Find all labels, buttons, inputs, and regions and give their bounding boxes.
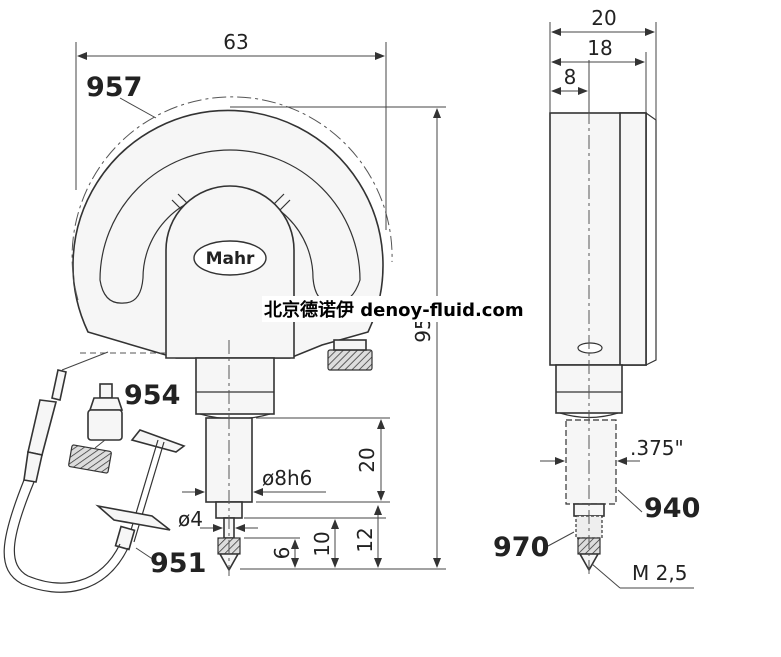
dim-stem-dia: ø8h6 bbox=[262, 466, 312, 490]
side-screw bbox=[577, 342, 603, 354]
part-contact-point-label: 954 bbox=[124, 380, 180, 411]
side-bezel bbox=[619, 112, 647, 366]
brand-plate bbox=[193, 240, 267, 276]
cover-outline bbox=[71, 96, 393, 301]
dim-depth-8: 8 bbox=[564, 65, 577, 89]
dim-tip-10: 10 bbox=[310, 531, 334, 556]
side-back-cap bbox=[645, 112, 657, 366]
dim-stem-inch: .375" bbox=[630, 436, 684, 460]
neck bbox=[195, 357, 275, 415]
accessory-lever-probe bbox=[3, 351, 129, 593]
dim-tip-6: 6 bbox=[270, 547, 294, 560]
clamp-screw bbox=[327, 349, 373, 371]
clamp-screw-base bbox=[333, 339, 367, 351]
watermark: 北京德诺伊 denoy-fluid.com bbox=[264, 299, 524, 321]
part-cover-label: 957 bbox=[86, 72, 142, 103]
part-insert-label: 970 bbox=[493, 532, 549, 563]
dim-tip-dia: ø4 bbox=[178, 507, 203, 531]
dim-stem-length: 20 bbox=[355, 447, 379, 472]
watermark-background bbox=[262, 296, 520, 322]
side-view: 20 18 8 .375" 940 970 M 2,5 bbox=[493, 6, 700, 589]
thread-label: M 2,5 bbox=[632, 561, 687, 585]
part-stem-adapter-label: 940 bbox=[644, 493, 700, 524]
dim-depth-20: 20 bbox=[591, 6, 616, 30]
inner-window bbox=[99, 149, 361, 304]
accessory-contact-point bbox=[68, 352, 168, 474]
dim-tip-12: 12 bbox=[353, 527, 377, 552]
accessory-flat-probe bbox=[95, 429, 186, 551]
part-lever-label: 951 bbox=[150, 548, 206, 579]
dim-width: 63 bbox=[223, 30, 248, 54]
side-stem-adapter bbox=[565, 419, 617, 505]
dim-depth-18: 18 bbox=[587, 36, 612, 60]
brand-logo: Mahr bbox=[206, 249, 255, 269]
